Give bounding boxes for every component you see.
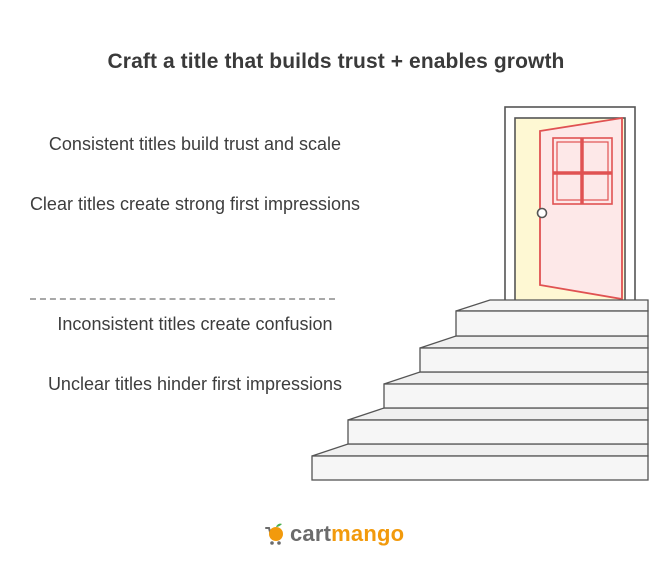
mango-cart-icon [265,523,283,545]
brand-logo: cartmango [264,520,404,548]
negative-point-1: Inconsistent titles create confusion [57,314,333,334]
staircase [311,310,649,481]
negative-point-2: Unclear titles hinder first impressions [47,374,343,394]
open-door [539,116,623,301]
brand-name-part2: mango [331,521,405,546]
brand-name-part1: cart [290,521,332,546]
page-title: Craft a title that builds trust + enable… [107,50,565,73]
positive-point-2: Clear titles create strong first impress… [29,194,361,214]
dashed-divider [30,298,335,300]
door-knob [536,207,548,219]
positive-point-1: Consistent titles build trust and scale [48,134,342,154]
stair-landing [455,299,649,312]
